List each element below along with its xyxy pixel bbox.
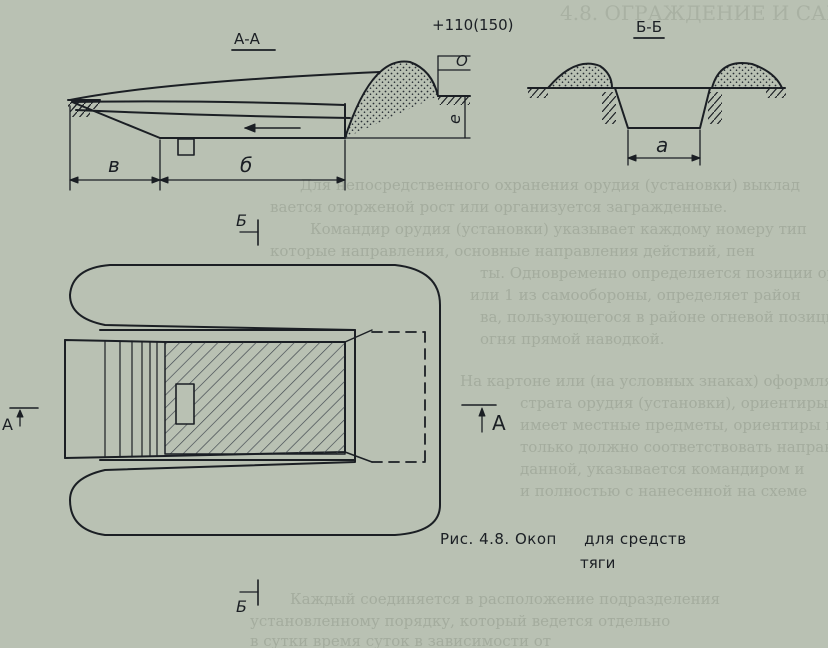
- cut-a-right-label: А: [492, 411, 506, 435]
- caption-word-2: для средств: [584, 530, 687, 548]
- plan-view: [9, 219, 497, 606]
- background-line: страта орудия (установки), ориентиры: [520, 394, 828, 412]
- section-aa-title: А-А: [234, 30, 261, 48]
- background-line: ва, пользующегося в районе огневой позиц…: [480, 308, 828, 326]
- background-line: Каждый соединяется в расположение подраз…: [290, 590, 720, 608]
- background-line: только должно соответствовать направлени…: [520, 438, 828, 456]
- cut-b-top-label: Б: [236, 211, 247, 230]
- section-bb: [527, 37, 786, 166]
- cut-b-bottom-label: Б: [236, 597, 247, 616]
- background-line: которые направления, основные направлени…: [270, 242, 755, 260]
- background-line: Командир орудия (установки) указывает ка…: [310, 220, 807, 238]
- background-line: и полностью с нанесенной на схеме: [520, 482, 807, 500]
- background-line: Для непосредственного охранения орудия (…: [300, 176, 800, 194]
- dim-o-label: О: [456, 52, 468, 70]
- background-header: 4.8. ОГРАЖДЕНИЕ И САМООБОРОНА: [560, 1, 828, 25]
- background-line: ты. Одновременно определяется позиции ор…: [480, 264, 828, 282]
- dim-e-label: е: [445, 114, 464, 124]
- dim-d-label: б: [240, 153, 252, 177]
- dim-a-label: а: [656, 133, 668, 157]
- background-line: данной, указывается командиром и: [520, 460, 805, 478]
- caption-word-1: Окоп: [514, 530, 557, 548]
- background-line: установленному порядку, который ведется …: [250, 612, 670, 630]
- background-line: вается оторженой рост или организуется з…: [270, 198, 727, 216]
- dim-v-label: в: [108, 153, 120, 177]
- figure-caption: Рис. 4.8. Окоп для средств тяги: [440, 530, 800, 572]
- drawing-labels: А-А Б-Б +110(150) О е в б а Б Б А А: [2, 16, 668, 616]
- caption-word-3: тяги: [580, 554, 616, 572]
- section-bb-title: Б-Б: [636, 18, 662, 36]
- background-line: в сутки время суток в зависимости от: [250, 632, 551, 648]
- background-lines: Для непосредственного охранения орудия (…: [250, 176, 828, 648]
- section-aa: [67, 49, 471, 191]
- background-line: имеет местные предметы, ориентиры и: [520, 416, 828, 434]
- background-line: огня прямой наводкой.: [480, 330, 664, 348]
- background-line: На картоне или (на условных знаках) офор…: [460, 372, 828, 390]
- caption-prefix: Рис. 4.8.: [440, 530, 510, 548]
- cut-a-left-label: А: [2, 415, 13, 434]
- height-note: +110(150): [432, 16, 514, 34]
- background-line: или 1 из самообороны, определяет район: [470, 286, 801, 304]
